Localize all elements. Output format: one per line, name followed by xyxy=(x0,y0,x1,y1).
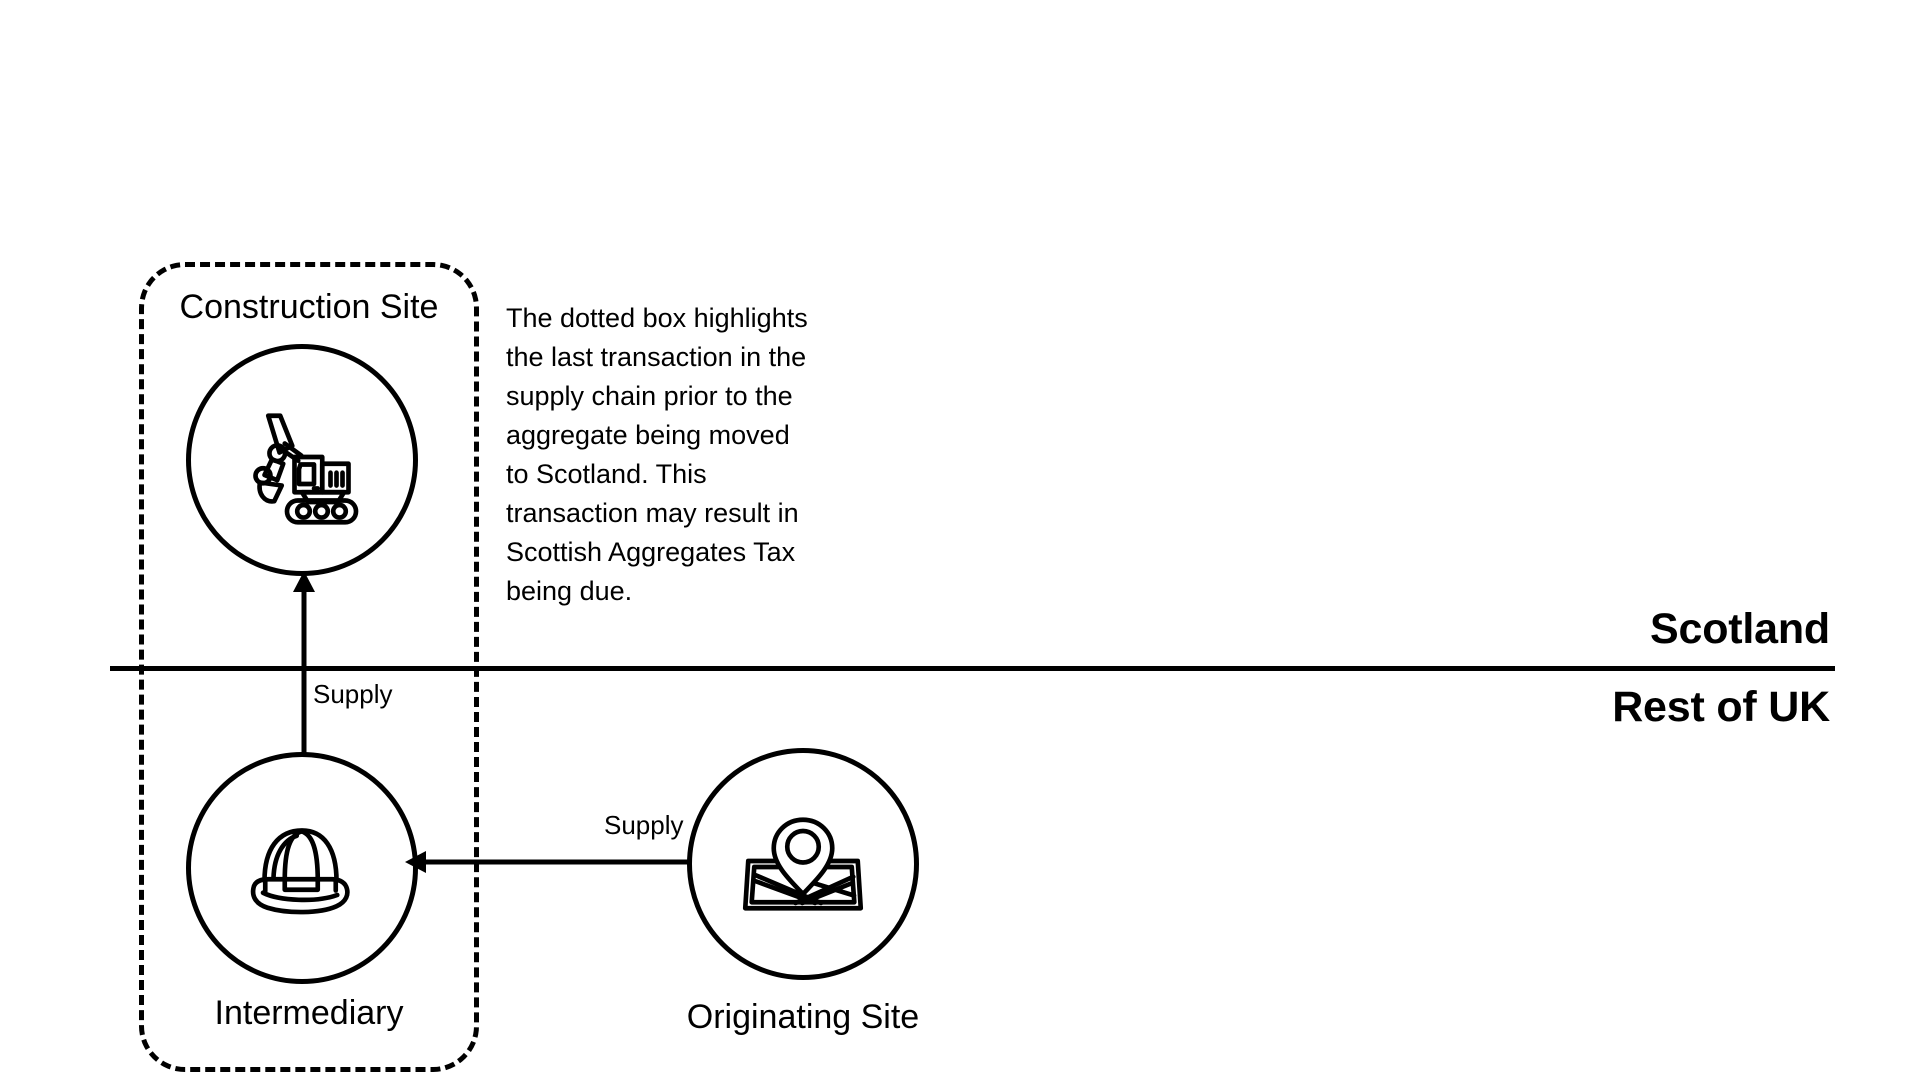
region-label-scotland: Scotland xyxy=(1650,605,1830,653)
edge-label-supply-horizontal: Supply xyxy=(604,810,684,840)
node-originating-site xyxy=(687,748,919,980)
node-construction-site xyxy=(186,344,418,576)
annotation-note: The dotted box highlights the last trans… xyxy=(506,303,808,606)
edge-label-supply-vertical: Supply xyxy=(313,679,393,709)
region-label-rest-of-uk: Rest of UK xyxy=(1612,683,1830,731)
arrow-intermediary-to-construction xyxy=(293,571,315,760)
excavator-icon xyxy=(253,413,359,525)
node-label-construction-site: Construction Site xyxy=(179,288,439,326)
arrow-originating-to-intermediary xyxy=(405,851,694,873)
hard-hat-icon xyxy=(250,828,350,915)
map-pin-icon xyxy=(742,817,864,911)
node-label-intermediary: Intermediary xyxy=(214,994,404,1032)
node-intermediary xyxy=(186,752,418,984)
scotland-border-line xyxy=(110,666,1835,671)
node-label-originating-site: Originating Site xyxy=(686,998,920,1036)
